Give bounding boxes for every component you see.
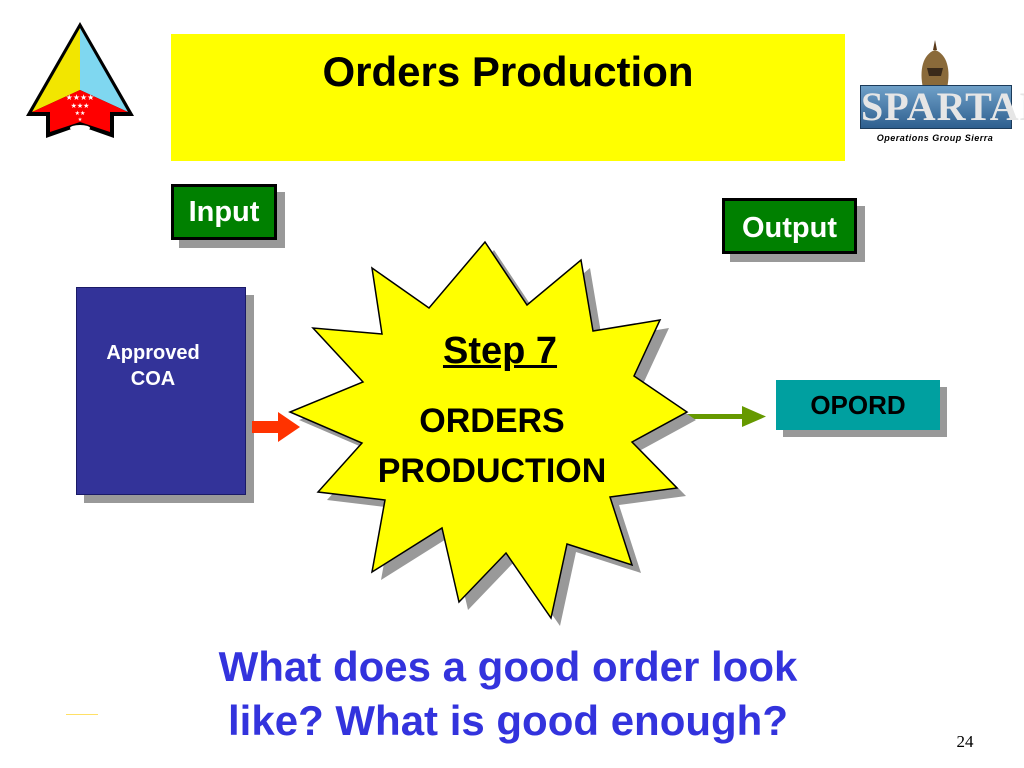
footer-line <box>66 714 98 715</box>
input-label: Input <box>171 184 277 240</box>
step-starburst-shape <box>288 240 696 626</box>
opord-box: OPORD <box>776 380 940 430</box>
svg-text:★★★: ★★★ <box>71 102 90 110</box>
spartan-logo: SPARTAN Operations Group Sierra <box>860 40 1024 150</box>
approved-coa-text: Approved COA <box>106 342 200 390</box>
step-name: ORDERS PRODUCTION <box>377 402 607 490</box>
spartan-helmet-icon <box>921 40 949 88</box>
title-banner: Orders Production <box>171 34 845 161</box>
approved-coa-box: Approved COA <box>76 287 246 495</box>
input-arrow-icon <box>252 412 300 442</box>
spartan-wordmark: SPARTAN <box>860 84 1024 129</box>
slide-title: Orders Production <box>322 48 694 95</box>
output-label: Output <box>722 198 857 254</box>
svg-text:★★: ★★ <box>75 110 86 117</box>
step-title: Step 7 <box>442 330 558 372</box>
svg-text:★★★★: ★★★★ <box>66 93 95 102</box>
output-arrow-icon <box>680 406 766 427</box>
triangle-star-insignia-icon: ★★★★ ★★★ ★★ ★ <box>26 22 134 138</box>
page-number: 24 <box>956 732 974 751</box>
svg-text:★: ★ <box>78 117 83 123</box>
spartan-subtitle: Operations Group Sierra <box>876 133 994 143</box>
question-text: What does a good order look like? What i… <box>218 643 798 744</box>
